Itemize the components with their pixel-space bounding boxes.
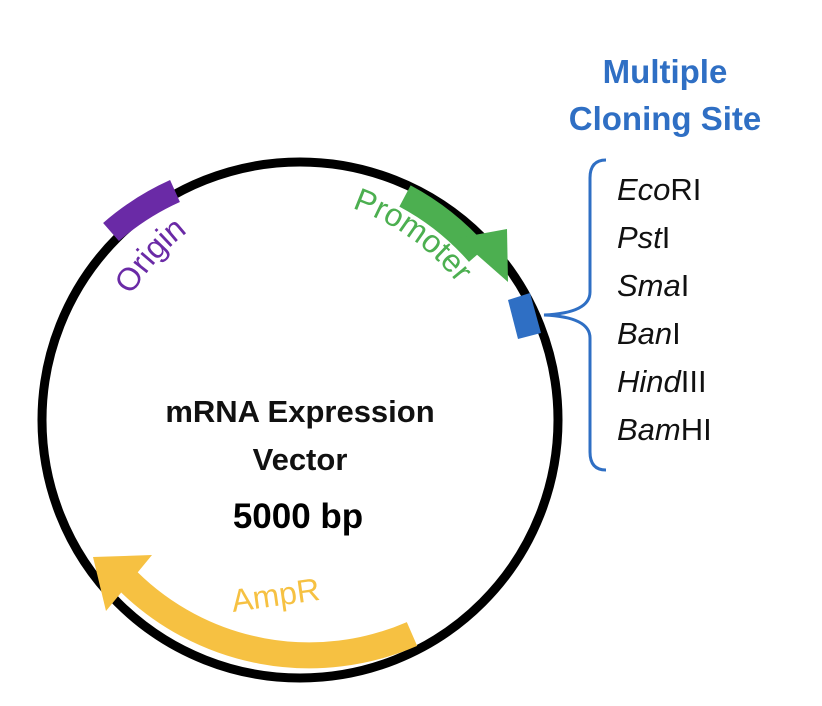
enzyme-italic-part: Pst — [617, 220, 663, 255]
enzyme-item: BanI — [617, 316, 681, 351]
mcs-feature — [508, 293, 541, 339]
enzyme-item: PstI — [617, 220, 670, 255]
plasmid-backbone — [37, 157, 563, 683]
enzyme-italic-part: Sma — [617, 268, 681, 303]
enzyme-roman-part: III — [681, 364, 707, 399]
enzyme-item: BamHI — [617, 412, 712, 447]
enzyme-item: SmaI — [617, 268, 689, 303]
mcs-heading-line2: Cloning Site — [569, 100, 762, 137]
vector-name-line1: mRNA Expression — [165, 394, 434, 429]
enzyme-italic-part: Ban — [617, 316, 672, 351]
enzyme-roman-part: HI — [681, 412, 712, 447]
ampr-feature — [118, 571, 418, 669]
enzyme-italic-part: Hind — [617, 364, 683, 399]
mcs-brace — [543, 158, 607, 472]
enzyme-italic-part: Eco — [617, 172, 670, 207]
promoter-arrowhead — [458, 229, 508, 282]
enzyme-italic-part: Bam — [617, 412, 681, 447]
enzyme-roman-part: RI — [670, 172, 701, 207]
origin-feature — [103, 180, 181, 242]
vector-name-line2: Vector — [253, 442, 348, 477]
ampr-arrowhead — [93, 555, 152, 611]
enzyme-item: HindIII — [617, 364, 707, 399]
ampr-label: AmpR — [229, 571, 322, 619]
enzyme-item: EcoRI — [617, 172, 701, 207]
enzyme-roman-part: I — [672, 316, 681, 351]
mcs-heading-line1: Multiple — [603, 53, 728, 90]
vector-size: 5000 bp — [233, 497, 363, 536]
enzyme-roman-part: I — [662, 220, 671, 255]
enzyme-roman-part: I — [681, 268, 690, 303]
